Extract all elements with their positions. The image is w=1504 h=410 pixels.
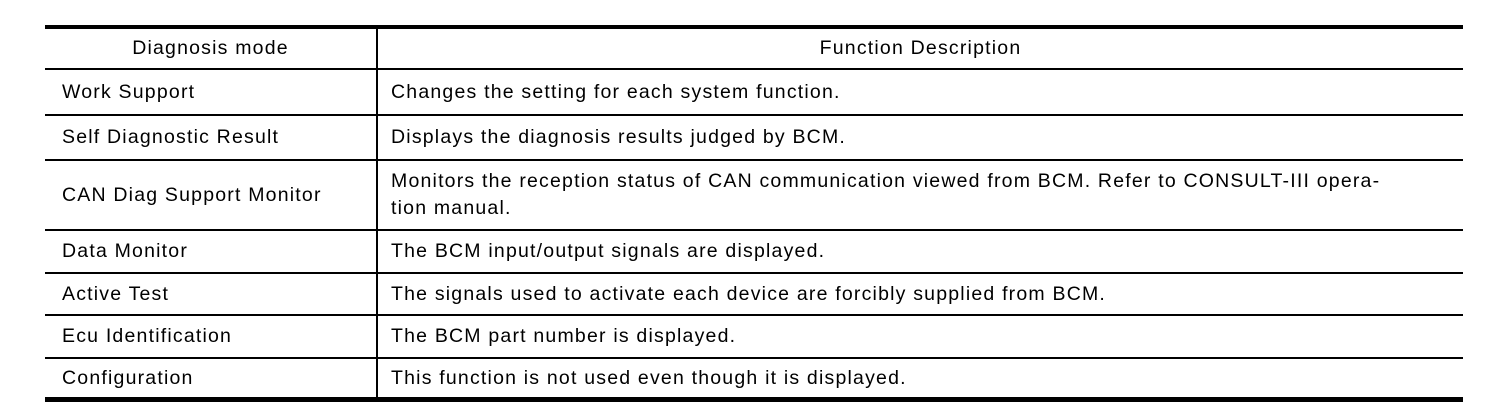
- diagnosis-mode-cell: Data Monitor: [45, 230, 378, 274]
- diagnosis-mode-cell: Ecu Identification: [45, 315, 378, 359]
- table-header-row: Diagnosis mode Function Description: [45, 27, 1463, 70]
- description-text-line2: tion manual.: [391, 197, 512, 219]
- description-text: Monitors the reception status of CAN com…: [391, 170, 1381, 192]
- diagnosis-mode-cell: CAN Diag Support Monitor: [45, 160, 378, 231]
- diagnosis-mode-column-header: Diagnosis mode: [45, 27, 378, 70]
- diagnosis-mode-table: Diagnosis mode Function Description Work…: [45, 25, 1463, 402]
- table-row: Data Monitor The BCM input/output signal…: [45, 230, 1463, 274]
- table-row: Active Test The signals used to activate…: [45, 273, 1463, 316]
- function-description-cell: Changes the setting for each system func…: [377, 69, 1463, 116]
- description-text: Changes the setting for each system func…: [391, 80, 841, 103]
- function-description-cell: The signals used to activate each device…: [377, 273, 1463, 316]
- table-row: CAN Diag Support Monitor Monitors the re…: [45, 160, 1463, 231]
- description-text: Displays the diagnosis results judged by…: [391, 126, 847, 148]
- description-text: The signals used to activate each device…: [391, 282, 1107, 305]
- description-text: This function is not used even though it…: [391, 366, 907, 389]
- description-text: The BCM input/output signals are display…: [391, 240, 826, 262]
- function-description-cell: The BCM part number is displayed.: [377, 315, 1463, 359]
- description-text: The BCM part number is displayed.: [391, 325, 737, 347]
- function-description-cell: This function is not used even though it…: [377, 358, 1463, 401]
- diagnosis-mode-cell: Configuration: [45, 358, 378, 401]
- diagnosis-mode-cell: Work Support: [45, 69, 378, 116]
- diagnosis-mode-cell: Active Test: [45, 273, 378, 316]
- diagnosis-mode-cell: Self Diagnostic Result: [45, 115, 378, 161]
- table-row: Ecu Identification The BCM part number i…: [45, 315, 1463, 359]
- function-description-column-header: Function Description: [377, 27, 1463, 70]
- table-row: Work Support Changes the setting for eac…: [45, 69, 1463, 116]
- table-row: Self Diagnostic Result Displays the diag…: [45, 115, 1463, 161]
- function-description-cell: Displays the diagnosis results judged by…: [377, 115, 1463, 161]
- table-row: Configuration This function is not used …: [45, 358, 1463, 401]
- function-description-cell: Monitors the reception status of CAN com…: [377, 160, 1463, 231]
- function-description-cell: The BCM input/output signals are display…: [377, 230, 1463, 274]
